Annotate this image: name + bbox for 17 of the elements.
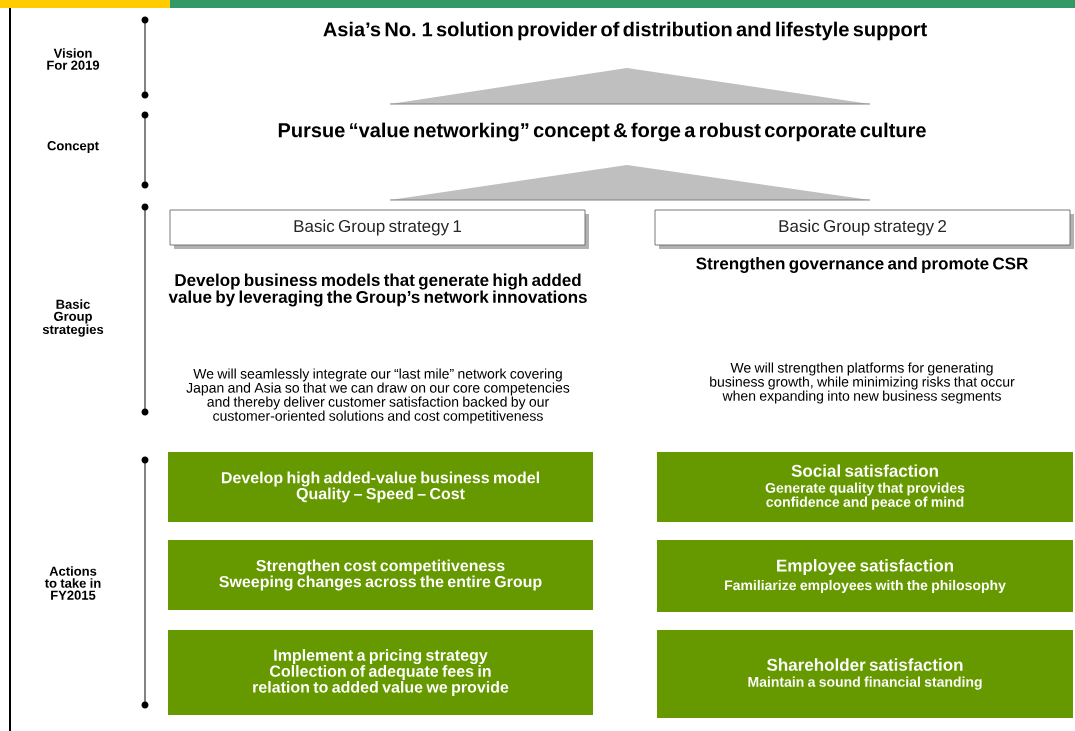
action-box: Strengthen cost competitiveness Sweeping changes across the entire Group	[168, 540, 593, 610]
strategy-description: We will strengthen platforms for generating business growth, while minimizing risks that occur when expanding into new business segments	[710, 362, 1015, 404]
concept-title: Pursue “value networking” concept & forge a robust corporate culture	[278, 122, 926, 142]
action-box: Implement a pricing strategy Collection of adequate fees in relation to added value we provide	[168, 630, 593, 715]
strategy-description: We will seamlessly integrate our “last mile” network covering Japan and Asia so that we can draw on our core competencies and thereby deliver customer satisfaction backed by our customer-oriented solutions and cost competitiveness	[186, 368, 570, 424]
action-box: Shareholder satisfaction Maintain a sound financial standing	[657, 630, 1073, 718]
strategy-box: Basic Group strategy 1	[169, 209, 589, 249]
row-label: Basic Group strategies	[42, 299, 104, 337]
strategy-box: Basic Group strategy 2	[654, 209, 1074, 249]
row-label: Concept	[47, 141, 99, 153]
row-label: Actions to take in FY2015	[44, 566, 101, 600]
row-label: Vision For 2019	[47, 48, 100, 70]
action-box: Develop high added-value business model Quality – Speed – Cost	[168, 452, 593, 522]
action-box: Social satisfaction Generate quality that provides confidence and peace of mind	[657, 452, 1073, 522]
vision-title: Asia’s No. 1 solution provider of distribution and lifestyle support	[323, 21, 927, 41]
action-box: Employee satisfaction Familiarize employees with the philosophy	[657, 540, 1073, 612]
strategy-heading: Develop business models that generate high added value by leveraging the Group’s network innovations	[168, 273, 587, 307]
